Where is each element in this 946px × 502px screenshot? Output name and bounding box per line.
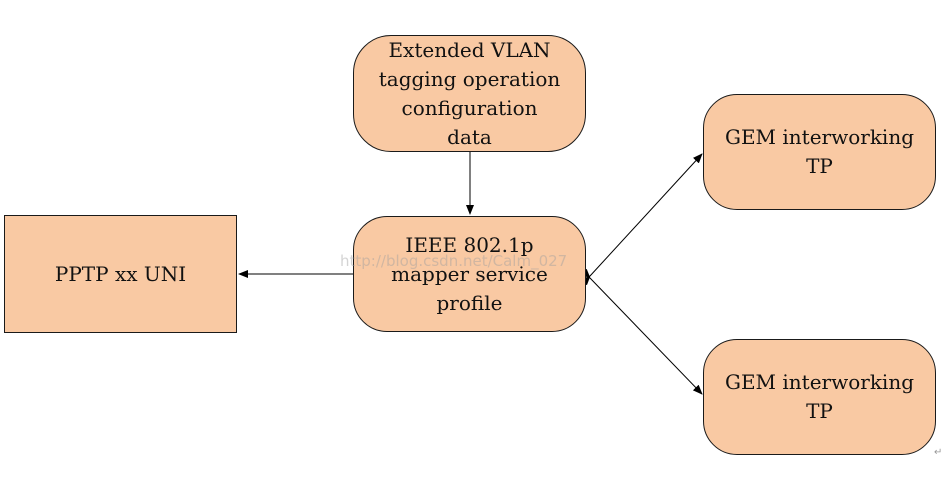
gem-interworking-tp-bottom-label: GEM interworking TP: [724, 370, 915, 423]
arrow-mapper-gem-top: [580, 153, 703, 286]
arrow-mapper-gem-bottom: [580, 268, 703, 395]
mapper-service-profile-label: IEEE 802.1p mapper service profile: [391, 232, 548, 315]
gem-interworking-tp-bottom-node: GEM interworking TP: [703, 339, 936, 455]
return-mark-icon: ↵: [934, 447, 943, 458]
pptp-uni-node: PPTP xx UNI: [4, 215, 237, 333]
pptp-uni-label: PPTP xx UNI: [54, 261, 187, 286]
mapper-service-profile-node: IEEE 802.1p mapper service profile: [353, 216, 586, 332]
gem-interworking-tp-top-label: GEM interworking TP: [724, 125, 915, 178]
ext-vlan-config-label: Extended VLAN tagging operation configur…: [378, 37, 561, 149]
gem-interworking-tp-top-node: GEM interworking TP: [703, 94, 936, 210]
ext-vlan-config-node: Extended VLAN tagging operation configur…: [353, 35, 586, 152]
